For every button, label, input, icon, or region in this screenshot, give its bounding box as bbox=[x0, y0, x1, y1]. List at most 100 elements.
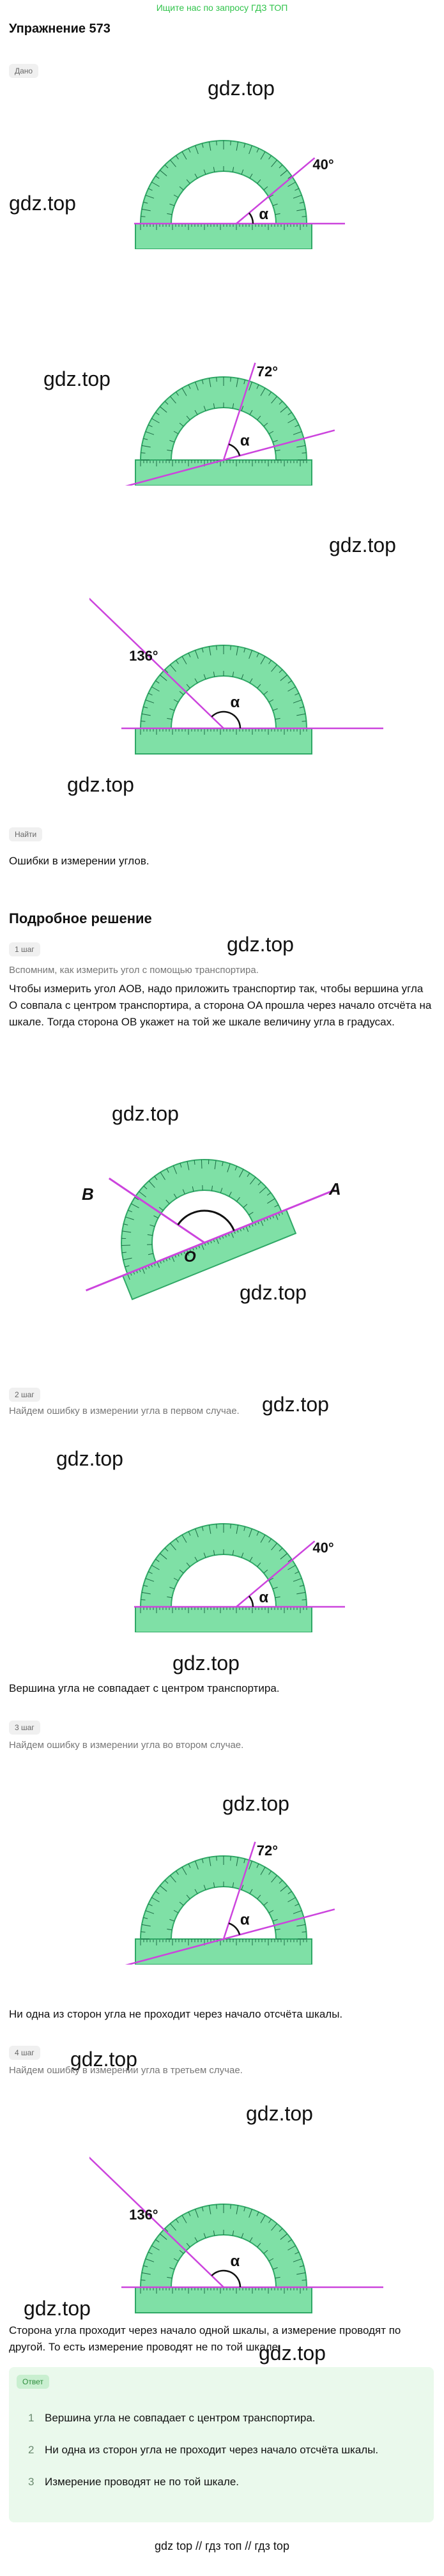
protractor-tick bbox=[257, 415, 261, 420]
protractor-tick bbox=[260, 1867, 266, 1875]
protractor-tick bbox=[260, 1535, 266, 1543]
protractor-tick bbox=[229, 1192, 232, 1197]
protractor-tick bbox=[271, 664, 277, 672]
protractor-tick bbox=[302, 452, 307, 454]
watermark: gdz.top bbox=[259, 2342, 326, 2365]
protractor bbox=[135, 2204, 312, 2313]
step-text: Сторона угла проходит через начало одной… bbox=[9, 2324, 401, 2353]
protractor-tick bbox=[153, 1215, 158, 1218]
protractor-tick bbox=[287, 2239, 292, 2242]
protractor-arc bbox=[121, 1159, 282, 1275]
protractor-tick bbox=[166, 1168, 169, 1173]
protractor-tick bbox=[287, 412, 292, 415]
protractor-tick bbox=[241, 1885, 244, 1890]
ruler-tick bbox=[171, 1255, 175, 1262]
alpha-label: α bbox=[230, 2253, 240, 2270]
degree-label: 72° bbox=[257, 364, 278, 379]
protractor-arc bbox=[139, 645, 308, 729]
angle-side bbox=[236, 1540, 316, 1607]
protractor-tick bbox=[287, 1897, 296, 1903]
protractor-tick bbox=[257, 1181, 262, 1186]
protractor-tick bbox=[148, 1903, 153, 1906]
protractor-tick bbox=[148, 188, 153, 191]
protractor-tick bbox=[249, 2237, 253, 2242]
protractor-tick bbox=[293, 2258, 302, 2262]
protractor-tick bbox=[243, 1859, 246, 1864]
watermark: gdz.top bbox=[43, 367, 111, 390]
protractor-tick bbox=[141, 713, 151, 716]
protractor-tick bbox=[296, 1924, 306, 1927]
protractor-tick bbox=[202, 1185, 203, 1191]
angle-side bbox=[89, 597, 224, 729]
watermark: gdz.top bbox=[329, 533, 396, 556]
protractor-tick bbox=[181, 151, 187, 160]
angle-arc bbox=[177, 1209, 235, 1231]
protractor-tick bbox=[260, 388, 266, 396]
protractor-tick bbox=[145, 1578, 155, 1582]
protractor-tick bbox=[287, 418, 296, 424]
protractor-tick bbox=[151, 418, 160, 424]
figure-protractor-5: α72° bbox=[125, 1841, 335, 1965]
protractor-tick bbox=[151, 686, 160, 692]
alpha-label: α bbox=[259, 1589, 268, 1606]
protractor-tick bbox=[176, 1538, 179, 1543]
protractor-tick bbox=[243, 143, 246, 148]
ruler-tick bbox=[157, 1261, 160, 1268]
protractor-tick bbox=[179, 2250, 184, 2254]
ruler-tick bbox=[216, 1238, 219, 1244]
protractor bbox=[135, 376, 312, 486]
protractor-tick bbox=[257, 1562, 261, 1567]
protractor-tick bbox=[279, 1880, 283, 1884]
protractor-tick bbox=[170, 1543, 176, 1551]
protractor-tick bbox=[141, 208, 151, 211]
protractor-tick bbox=[257, 2242, 261, 2248]
protractor-ruler bbox=[135, 728, 312, 755]
protractor-tick bbox=[268, 660, 272, 664]
protractor-tick bbox=[299, 2265, 304, 2267]
footer-links[interactable]: gdz top // гдз топ // гдз top bbox=[155, 2540, 289, 2552]
protractor-tick bbox=[275, 213, 280, 215]
protractor-tick bbox=[263, 1901, 268, 1906]
protractor-tick bbox=[268, 699, 274, 703]
ruler-tick bbox=[201, 1243, 204, 1250]
protractor-tick bbox=[263, 422, 268, 427]
search-banner[interactable]: Ищите нас по запросу ГДЗ ТОП bbox=[156, 3, 288, 13]
protractor-tick bbox=[268, 1577, 274, 1581]
protractor-tick bbox=[295, 1571, 300, 1574]
protractor-tick bbox=[287, 680, 292, 684]
protractor-tick bbox=[176, 155, 179, 160]
alpha-label: α bbox=[230, 694, 240, 711]
protractor-tick bbox=[287, 1559, 292, 1562]
protractor-tick bbox=[158, 1207, 164, 1211]
protractor-tick bbox=[201, 379, 204, 385]
step-text: Вершина угла не совпадает с центром тран… bbox=[9, 1682, 280, 1694]
protractor-tick bbox=[151, 2245, 160, 2251]
protractor-tick bbox=[164, 1547, 169, 1552]
protractor-tick bbox=[143, 1917, 148, 1919]
protractor-tick bbox=[155, 412, 160, 415]
protractor-tick bbox=[173, 1193, 177, 1199]
protractor-tick bbox=[169, 2267, 175, 2270]
protractor-tick bbox=[148, 424, 153, 427]
protractor bbox=[135, 645, 312, 755]
protractor-tick bbox=[145, 1910, 155, 1914]
degree-label: 136° bbox=[129, 2207, 158, 2223]
protractor-tick bbox=[169, 440, 175, 443]
protractor-tick bbox=[296, 1591, 306, 1595]
protractor-tick bbox=[141, 721, 146, 722]
protractor-tick bbox=[170, 2223, 176, 2231]
protractor-tick bbox=[249, 381, 252, 391]
protractor-tick bbox=[295, 1903, 300, 1906]
protractor-tick bbox=[241, 674, 244, 680]
protractor-tick bbox=[263, 186, 268, 190]
protractor-tick bbox=[176, 660, 179, 664]
protractor-tick bbox=[272, 1586, 278, 1590]
step-hint: Найдем ошибку в измерении угла во втором… bbox=[9, 1740, 244, 1751]
protractor-tick bbox=[201, 1526, 204, 1531]
protractor-tick bbox=[164, 1880, 169, 1884]
protractor-tick bbox=[201, 1160, 203, 1169]
alpha-label: α bbox=[240, 433, 250, 450]
protractor-tick bbox=[203, 1552, 206, 1558]
protractor-tick bbox=[128, 1209, 132, 1213]
